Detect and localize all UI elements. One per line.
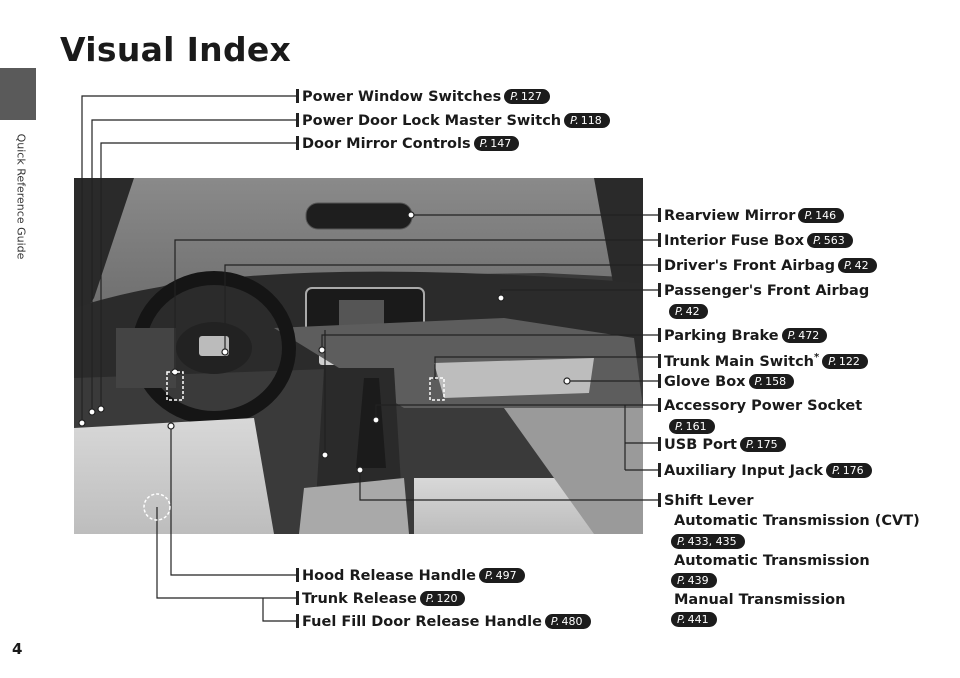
page-ref-badge[interactable]: P.161 [669,419,715,434]
page-ref-badge[interactable]: P.42 [838,258,877,273]
page-ref-badge[interactable]: P.158 [748,374,795,389]
shift-lever-at-ref: P.439 [671,572,717,590]
page-ref-badge[interactable]: P.497 [479,568,525,583]
page-ref-badge[interactable]: P.175 [740,437,786,452]
interior-photo [74,178,643,534]
page-ref-badge[interactable]: P.42 [669,304,708,319]
page-ref-badge[interactable]: P.563 [807,233,853,248]
shift-lever-cvt: Automatic Transmission (CVT) [674,513,920,529]
page-number: 4 [12,640,23,658]
page-ref-badge[interactable]: P.118 [564,113,610,128]
page-ref-badge[interactable]: P.127 [504,89,550,104]
page-ref-badge[interactable]: P.472 [781,328,828,343]
page-ref-badge[interactable]: P.146 [798,208,845,223]
shift-lever-mt: Manual Transmission [674,592,846,608]
label-trunk-main-switch: Trunk Main Switch*P.122 [658,349,868,371]
shift-lever-mt-ref: P.441 [671,611,717,629]
page-ref-badge[interactable]: P.176 [826,463,872,478]
page-ref-badge[interactable]: P.433, 435 [671,534,745,549]
page-title: Visual Index [60,30,292,69]
shift-lever-at: Automatic Transmission [674,553,870,569]
accessory-socket-ref: P.161 [669,418,715,436]
page-ref-badge[interactable]: P.120 [419,591,466,606]
shift-lever-cvt-ref: P.433, 435 [671,533,745,551]
label-accessory-power-socket: Accessory Power Socket [658,397,862,415]
page-ref-badge[interactable]: P.441 [671,612,717,627]
page-ref-badge[interactable]: P.439 [671,573,717,588]
section-tab [0,68,36,120]
page-ref-badge[interactable]: P.480 [544,614,591,629]
label-passengers-front-airbag: Passenger's Front Airbag [658,282,869,300]
passenger-airbag-ref: P.42 [669,303,708,321]
label-shift-lever: Shift Lever [658,492,754,510]
page-ref-badge[interactable]: P.122 [822,353,868,369]
page-ref-badge[interactable]: P.147 [473,136,520,151]
